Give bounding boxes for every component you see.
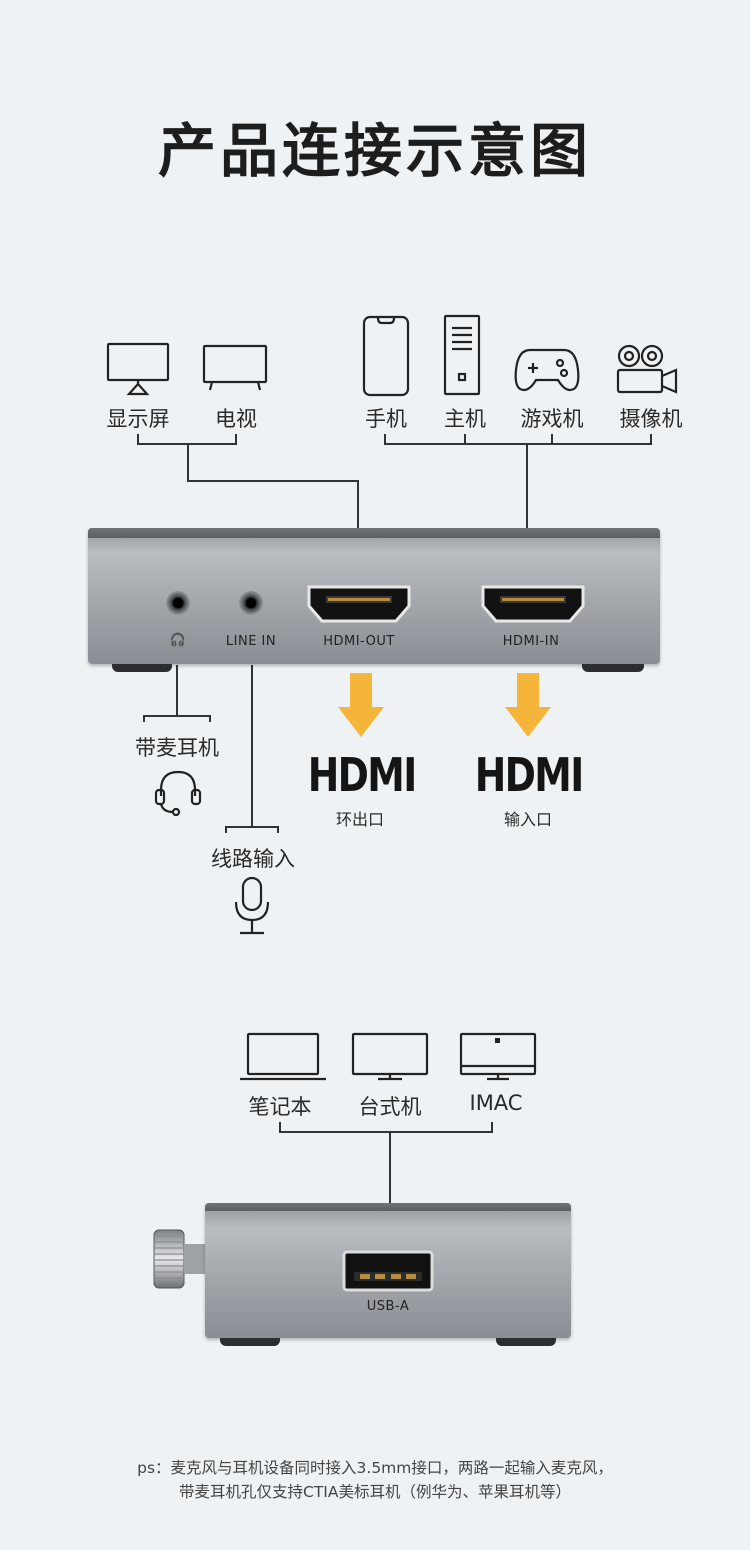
hdmi-out-heading: HDMI	[307, 748, 418, 802]
usb-a-port-label: USB-A	[366, 1299, 410, 1314]
headset-icon	[154, 770, 202, 816]
microphone-icon	[234, 876, 270, 935]
headset-jack	[166, 591, 190, 615]
device-label-imac: IMAC	[469, 1091, 523, 1115]
capture-box-side-top-edge	[205, 1203, 571, 1211]
device-label-tv: 电视	[215, 407, 257, 431]
box-foot	[112, 664, 172, 672]
hdmi-in-caption: 输入口	[503, 810, 552, 829]
note-line-1: ps：麦克风与耳机设备同时接入3.5mm接口，两路一起输入麦克风，	[137, 1459, 613, 1477]
device-label-camera: 摄像机	[619, 407, 683, 431]
tv-icon	[202, 344, 268, 391]
box-foot	[220, 1338, 280, 1346]
hdmi-out-port	[307, 585, 411, 623]
phone-icon	[362, 315, 410, 397]
arrow-down-icon	[505, 673, 551, 737]
gamepad-icon	[514, 348, 580, 392]
box-foot	[582, 664, 644, 672]
laptop-icon	[240, 1032, 326, 1081]
device-label-console: 游戏机	[520, 407, 584, 431]
note-line-2: 带麦耳机孔仅支持CTIA美标耳机（例华为、苹果耳机等）	[179, 1483, 571, 1501]
device-label-phone: 手机	[365, 407, 407, 431]
page-title: 产品连接示意图	[157, 117, 592, 185]
pc-tower-icon	[443, 314, 481, 396]
hdmi-out-port-label: HDMI-OUT	[323, 634, 395, 649]
box-foot	[496, 1338, 556, 1346]
headset-label: 带麦耳机	[135, 736, 219, 760]
device-label-pc: 主机	[444, 407, 486, 431]
hdmi-in-heading: HDMI	[474, 748, 585, 802]
thumb-screw	[153, 1229, 210, 1289]
imac-icon	[459, 1032, 537, 1081]
device-label-desktop: 台式机	[358, 1095, 422, 1119]
capture-box-top-edge	[88, 528, 660, 538]
hdmi-in-port-label: HDMI-IN	[502, 634, 560, 649]
line-in-port-label: LINE IN	[225, 634, 277, 649]
desktop-icon	[351, 1032, 429, 1081]
device-label-laptop: 笔记本	[248, 1095, 312, 1119]
hdmi-in-port	[481, 585, 585, 623]
usb-a-port	[342, 1250, 434, 1292]
hdmi-out-caption: 环出口	[335, 810, 384, 829]
line-input-label: 线路输入	[211, 847, 295, 871]
monitor-icon	[106, 342, 170, 396]
headset-port-label: 🎧	[169, 633, 187, 648]
camera-icon	[616, 344, 678, 394]
arrow-down-icon	[338, 673, 384, 737]
line-in-jack	[239, 591, 263, 615]
device-label-monitor: 显示屏	[106, 407, 170, 431]
